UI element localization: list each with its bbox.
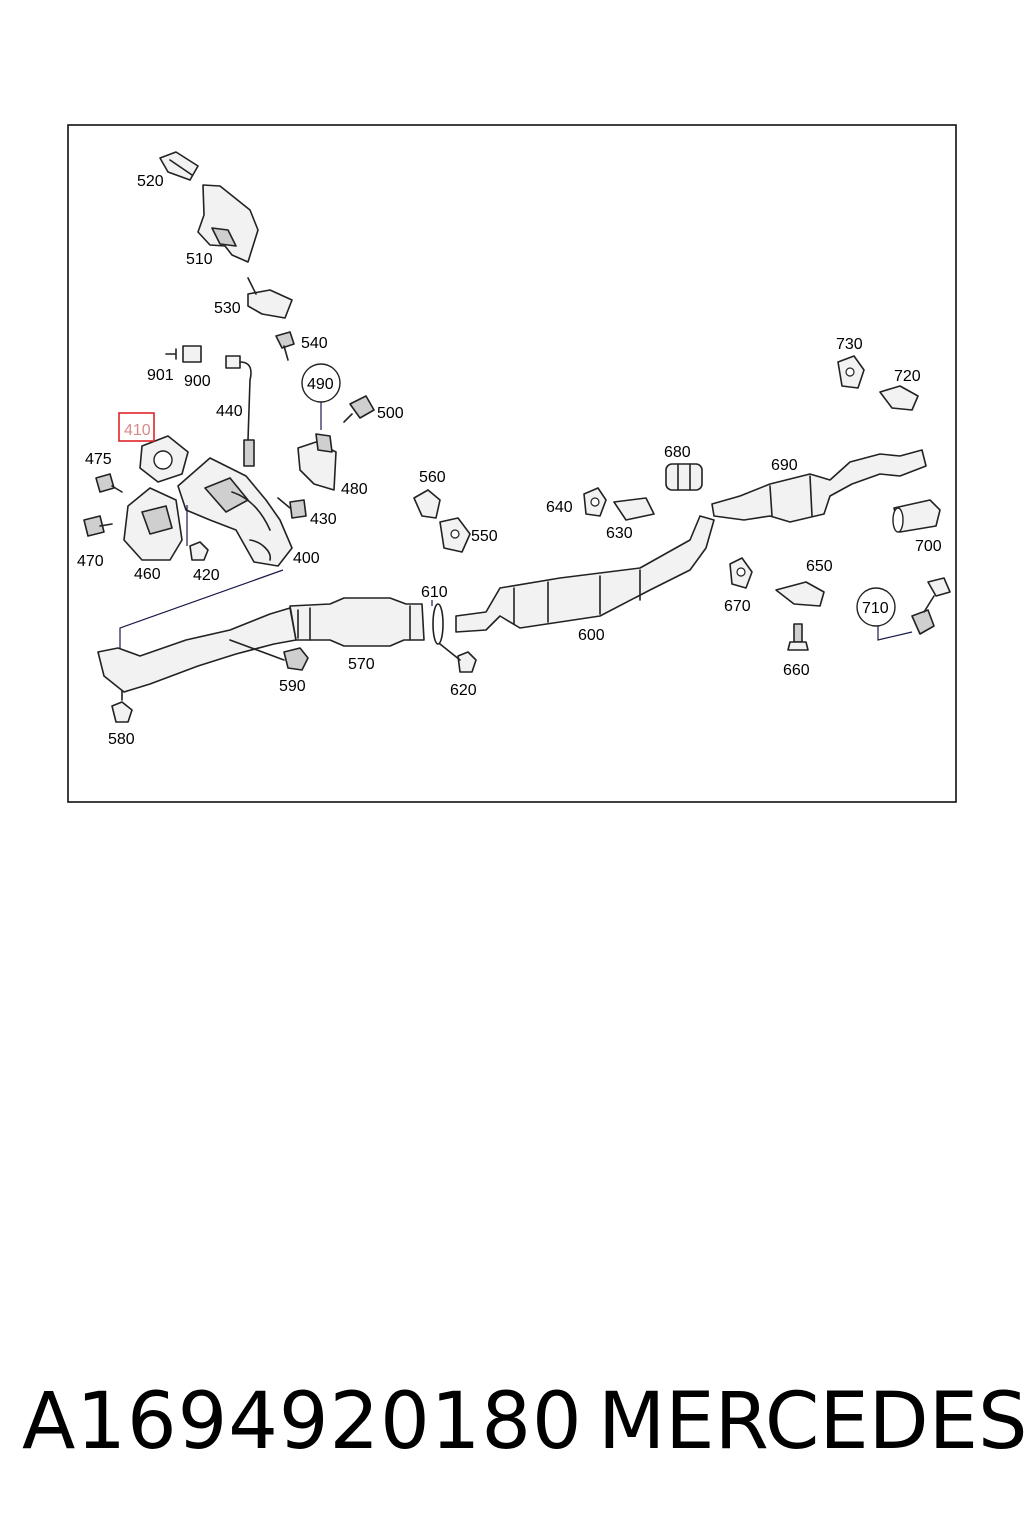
part-670-rubber-mount[interactable] — [729, 557, 753, 589]
part-470-bolt[interactable] — [83, 515, 113, 537]
label-690[interactable]: 690 — [771, 457, 798, 474]
part-410-gasket[interactable] — [139, 435, 189, 483]
part-430-bolt[interactable] — [277, 497, 307, 519]
label-670[interactable]: 670 — [724, 598, 751, 615]
label-440[interactable]: 440 — [216, 403, 243, 420]
part-700-tail-pipe[interactable] — [892, 499, 941, 533]
part-510-heat-shield[interactable] — [197, 184, 259, 263]
label-650[interactable]: 650 — [806, 558, 833, 575]
part-730-rubber-mount[interactable] — [837, 355, 865, 389]
label-470[interactable]: 470 — [77, 553, 104, 570]
label-420[interactable]: 420 — [193, 567, 220, 584]
label-620[interactable]: 620 — [450, 682, 477, 699]
label-710[interactable]: 710 — [862, 600, 889, 617]
part-630-bracket[interactable] — [613, 497, 655, 521]
part-460-heat-shield[interactable] — [123, 487, 183, 561]
part-640-rubber-mount[interactable] — [583, 487, 607, 517]
label-540[interactable]: 540 — [301, 335, 328, 352]
label-730[interactable]: 730 — [836, 336, 863, 353]
part-480-bracket[interactable] — [297, 433, 337, 491]
part-610-clamp-ring[interactable] — [431, 600, 444, 645]
part-590-bolt[interactable] — [229, 639, 309, 671]
label-640[interactable]: 640 — [546, 499, 573, 516]
part-650-bracket[interactable] — [775, 581, 825, 607]
label-560[interactable]: 560 — [419, 469, 446, 486]
leader-line-400 — [119, 569, 284, 650]
part-620-nut[interactable] — [439, 643, 477, 673]
label-430[interactable]: 430 — [310, 511, 337, 528]
exhaust-parts-diagram: 520 510 530 540 901 900 440 490 500 410 … — [67, 124, 957, 803]
label-600[interactable]: 600 — [578, 627, 605, 644]
part-440-oxygen-sensor[interactable] — [225, 355, 255, 467]
part-570-front-pipe[interactable] — [97, 597, 425, 693]
part-560-bracket[interactable] — [413, 489, 441, 519]
part-600-middle-silencer[interactable] — [455, 515, 715, 633]
label-700[interactable]: 700 — [915, 538, 942, 555]
footer: A1694920180 MERCEDES — [0, 1372, 1024, 1472]
part-number: A1694920180 — [22, 1377, 583, 1467]
part-710-detail-marker[interactable] — [856, 577, 951, 641]
part-420-nut[interactable] — [186, 505, 209, 561]
label-630[interactable]: 630 — [606, 525, 633, 542]
label-410[interactable]: 410 — [124, 422, 151, 439]
part-520-clip[interactable] — [159, 151, 199, 181]
part-475-bolt[interactable] — [95, 473, 123, 493]
part-680-pipe-sleeve[interactable] — [665, 463, 703, 491]
label-610[interactable]: 610 — [421, 584, 448, 601]
part-901-plug[interactable] — [165, 348, 177, 360]
part-720-bracket[interactable] — [879, 385, 919, 411]
label-550[interactable]: 550 — [471, 528, 498, 545]
label-480[interactable]: 480 — [341, 481, 368, 498]
label-901[interactable]: 901 — [147, 367, 174, 384]
label-490[interactable]: 490 — [307, 376, 334, 393]
label-900[interactable]: 900 — [184, 373, 211, 390]
label-460[interactable]: 460 — [134, 566, 161, 583]
part-550-rubber-mount[interactable] — [439, 517, 471, 553]
part-690-rear-silencer[interactable] — [711, 449, 927, 523]
part-540-bolt[interactable] — [275, 331, 295, 361]
part-500-bolt[interactable] — [343, 395, 375, 423]
part-660-bolt[interactable] — [787, 623, 809, 651]
label-510[interactable]: 510 — [186, 251, 213, 268]
label-570[interactable]: 570 — [348, 656, 375, 673]
part-530-bracket[interactable] — [247, 277, 293, 319]
label-520[interactable]: 520 — [137, 173, 164, 190]
label-580[interactable]: 580 — [108, 731, 135, 748]
part-580-nut[interactable] — [111, 689, 133, 723]
highlight-box-410 — [118, 412, 155, 442]
part-400-catalytic-converter[interactable] — [177, 457, 293, 567]
label-530[interactable]: 530 — [214, 300, 241, 317]
label-500[interactable]: 500 — [377, 405, 404, 422]
label-680[interactable]: 680 — [664, 444, 691, 461]
label-660[interactable]: 660 — [783, 662, 810, 679]
label-475[interactable]: 475 — [85, 451, 112, 468]
label-400[interactable]: 400 — [293, 550, 320, 567]
label-720[interactable]: 720 — [894, 368, 921, 385]
label-590[interactable]: 590 — [279, 678, 306, 695]
brand-name: MERCEDES — [598, 1377, 1024, 1467]
part-900-connector[interactable] — [182, 345, 202, 363]
part-490-detail-marker[interactable] — [301, 363, 341, 430]
